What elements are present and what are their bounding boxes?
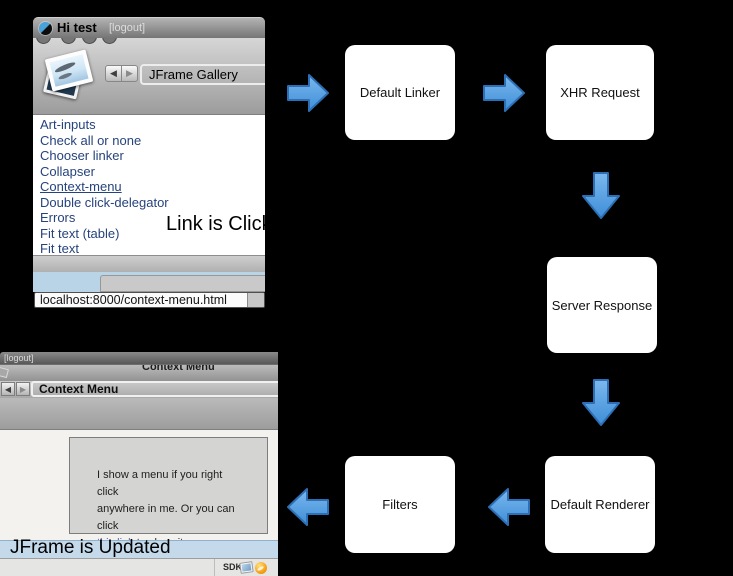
gallery-link-list: Art-inputs Check all or none Chooser lin… bbox=[33, 115, 265, 256]
flow-arrow-left-icon bbox=[488, 488, 530, 526]
flow-box-filters: Filters bbox=[345, 456, 455, 553]
back-button[interactable]: ◀ bbox=[1, 382, 15, 396]
flow-box-label: Default Renderer bbox=[550, 497, 650, 512]
statusbar-divider bbox=[214, 559, 215, 576]
flow-arrow-down-icon bbox=[582, 172, 620, 219]
demo-box-text: I show a menu if you right click anywher… bbox=[70, 438, 235, 552]
link-context-menu[interactable]: Context-menu bbox=[40, 179, 122, 194]
toolbar-button-icon[interactable] bbox=[102, 38, 117, 44]
back-button[interactable]: ◀ bbox=[105, 65, 122, 82]
window-title: Hi test bbox=[57, 20, 97, 35]
link-fit-text-table[interactable]: Fit text (table) bbox=[40, 225, 120, 241]
nav-button-group: ◀ ▶ bbox=[105, 65, 138, 82]
photo-front-frame-icon bbox=[44, 49, 94, 92]
status-strip-panel bbox=[100, 275, 265, 292]
demo-line-2: anywhere in me. Or you can click bbox=[97, 503, 235, 532]
flow-arrow-down-icon bbox=[582, 379, 620, 426]
context-menu-demo-box[interactable]: I show a menu if you right click anywher… bbox=[69, 437, 268, 549]
status-url-tooltip: localhost:8000/context-menu.html bbox=[34, 292, 265, 308]
status-strip bbox=[0, 540, 278, 558]
status-url-text: localhost:8000/context-menu.html bbox=[40, 293, 227, 307]
nav-title-field: Context Menu bbox=[31, 381, 278, 397]
window-bottom-bar bbox=[33, 255, 265, 272]
nav-row: ◀ ▶ Context Menu bbox=[0, 381, 278, 398]
link-check-all-or-none[interactable]: Check all or none bbox=[40, 132, 142, 148]
flow-arrow-right-icon bbox=[483, 74, 525, 112]
browser-toolbar: ◀ ▶ JFrame Gallery bbox=[33, 38, 265, 115]
link-art-inputs[interactable]: Art-inputs bbox=[40, 117, 96, 132]
sdk-label: SDK bbox=[223, 562, 243, 572]
flow-label-jframe-updated: JFrame is Updated bbox=[10, 537, 171, 558]
flow-box-label: Server Response bbox=[551, 297, 653, 313]
toolbar-button-icon[interactable] bbox=[36, 38, 51, 44]
page-title: Context Menu bbox=[142, 364, 215, 373]
toolbar-button-icon[interactable] bbox=[82, 38, 97, 44]
tooltip-end-cap bbox=[247, 293, 264, 307]
flow-arrow-right-icon bbox=[287, 74, 329, 112]
flow-box-default-linker: Default Linker bbox=[345, 45, 455, 140]
gallery-title-field: JFrame Gallery bbox=[140, 64, 265, 85]
logout-link[interactable]: [logout] bbox=[109, 22, 146, 34]
context-menu-window: [logout] Context Menu ◀ ▶ Context Menu I… bbox=[0, 350, 278, 576]
link-chooser-linker[interactable]: Chooser linker bbox=[40, 148, 124, 163]
forward-button[interactable]: ▶ bbox=[121, 65, 138, 82]
demo-line-1: I show a menu if you right click bbox=[97, 469, 223, 498]
toolbar-button-icon[interactable] bbox=[61, 38, 76, 44]
status-bar: SDK bbox=[0, 558, 278, 576]
window-titlebar: Hi test [logout] bbox=[33, 17, 265, 38]
jframe-gallery-window: Hi test [logout] ◀ ▶ JFrame Gal bbox=[33, 12, 265, 310]
toolbar-spacer bbox=[0, 398, 278, 430]
window-titlebar: [logout] bbox=[0, 352, 278, 364]
link-fit-text[interactable]: Fit text bbox=[40, 241, 80, 256]
flow-box-label: Default Linker bbox=[359, 85, 441, 100]
app-logo-icon bbox=[39, 22, 52, 35]
flow-label-link-clicked: Link is Clicked bbox=[166, 213, 265, 235]
flow-box-label: Filters bbox=[382, 497, 418, 512]
forward-button[interactable]: ▶ bbox=[16, 382, 30, 396]
window-subheader: Context Menu bbox=[0, 364, 278, 381]
logout-link[interactable]: [logout] bbox=[4, 353, 34, 363]
flow-box-label: XHR Request bbox=[560, 85, 640, 100]
flow-box-server-response: Server Response bbox=[547, 257, 657, 353]
gallery-photos-icon bbox=[41, 49, 97, 106]
link-double-click-delegator[interactable]: Double click-delegator bbox=[40, 194, 169, 210]
flow-box-xhr-request: XHR Request bbox=[546, 45, 654, 140]
browser-swirl-icon[interactable] bbox=[255, 562, 267, 574]
page-fragment-icon bbox=[0, 366, 9, 379]
flow-arrow-left-icon bbox=[287, 488, 329, 526]
link-collapser[interactable]: Collapser bbox=[40, 163, 95, 179]
link-errors[interactable]: Errors bbox=[40, 210, 76, 225]
flow-box-default-renderer: Default Renderer bbox=[545, 456, 655, 553]
photos-mini-icon[interactable] bbox=[239, 561, 254, 574]
